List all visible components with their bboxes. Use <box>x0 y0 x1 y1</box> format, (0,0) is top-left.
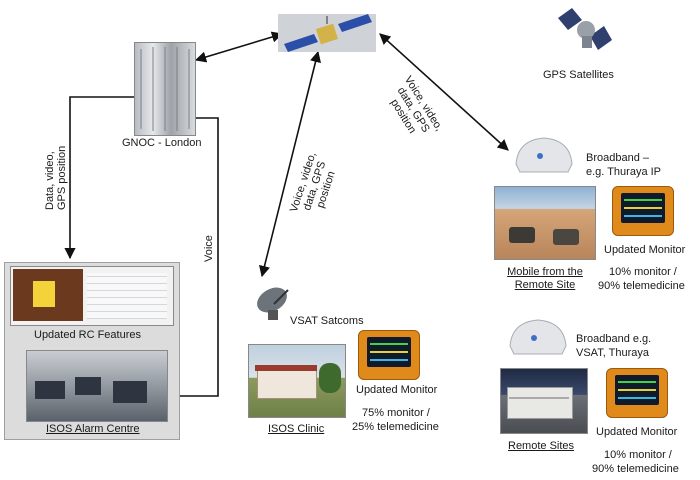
gnoc-satellite-arrow <box>194 31 284 63</box>
remote-monitor-split-line2: 90% telemedicine <box>592 463 679 475</box>
comm-satellite-icon <box>278 14 376 52</box>
satellite-vsat-arrow <box>259 50 321 278</box>
gnoc-label: GNOC - London <box>122 137 202 149</box>
vsat-dish-icon <box>254 282 296 322</box>
mobile-monitor-split-line1: 10% monitor / <box>609 266 677 278</box>
remote-sites-photo <box>500 368 588 434</box>
broadband-ip-label-line1: Broadband – <box>586 152 649 164</box>
alarm-centre-label: ISOS Alarm Centre <box>46 423 140 435</box>
mobile-remote-site-photo <box>494 186 596 260</box>
gnoc-to-rc-link-label: Data, video, GPS position <box>44 146 68 210</box>
isos-clinic-photo <box>248 344 346 418</box>
remote-monitor-label: Updated Monitor <box>596 426 678 438</box>
gps-satellite-icon <box>556 6 614 58</box>
gnoc-server-image <box>134 42 196 136</box>
isos-clinic-label: ISOS Clinic <box>268 423 325 435</box>
clinic-monitor-split-line1: 75% monitor / <box>362 407 430 419</box>
gps-satellites-label: GPS Satellites <box>543 69 614 81</box>
clinic-monitor-label: Updated Monitor <box>356 384 438 396</box>
mobile-monitor-label: Updated Monitor <box>604 244 686 256</box>
remote-monitor-device <box>606 368 668 418</box>
broadband-vsat-label-line2: VSAT, Thuraya <box>576 347 649 359</box>
remote-sites-label: Remote Sites <box>508 440 575 452</box>
alarm-centre-photo <box>26 350 168 422</box>
broadband-vsat-label-line1: Broadband e.g. <box>576 333 652 345</box>
broadband-vsat-terminal-icon <box>506 316 570 360</box>
mobile-monitor-device <box>612 186 674 236</box>
satellite-remote-arrow <box>379 33 509 151</box>
mobile-site-label-line1: Mobile from the <box>507 266 583 278</box>
alarm-to-gnoc-line <box>170 117 219 397</box>
gnoc-to-rc-label-line2: GPS position <box>56 145 68 210</box>
vsat-label: VSAT Satcoms <box>290 315 364 327</box>
broadband-ip-terminal-icon <box>512 134 576 178</box>
broadband-ip-label-line2: e.g. Thuraya IP <box>586 166 662 178</box>
clinic-monitor-device <box>358 330 420 380</box>
clinic-monitor-split-line2: 25% telemedicine <box>352 421 439 433</box>
rc-features-screenshot <box>10 266 174 326</box>
mobile-site-label: Mobile from the Remote Site <box>502 266 588 292</box>
gnoc-to-rc-label-line1: Data, video, <box>44 151 56 210</box>
voice-link-label: Voice <box>203 235 215 262</box>
gnoc-to-rc-arrow <box>64 96 134 260</box>
rc-features-label: Updated RC Features <box>34 329 141 341</box>
mobile-site-label-line2: Remote Site <box>514 279 576 291</box>
mobile-monitor-split-line2: 90% telemedicine <box>598 280 685 292</box>
remote-monitor-split-line1: 10% monitor / <box>604 449 672 461</box>
